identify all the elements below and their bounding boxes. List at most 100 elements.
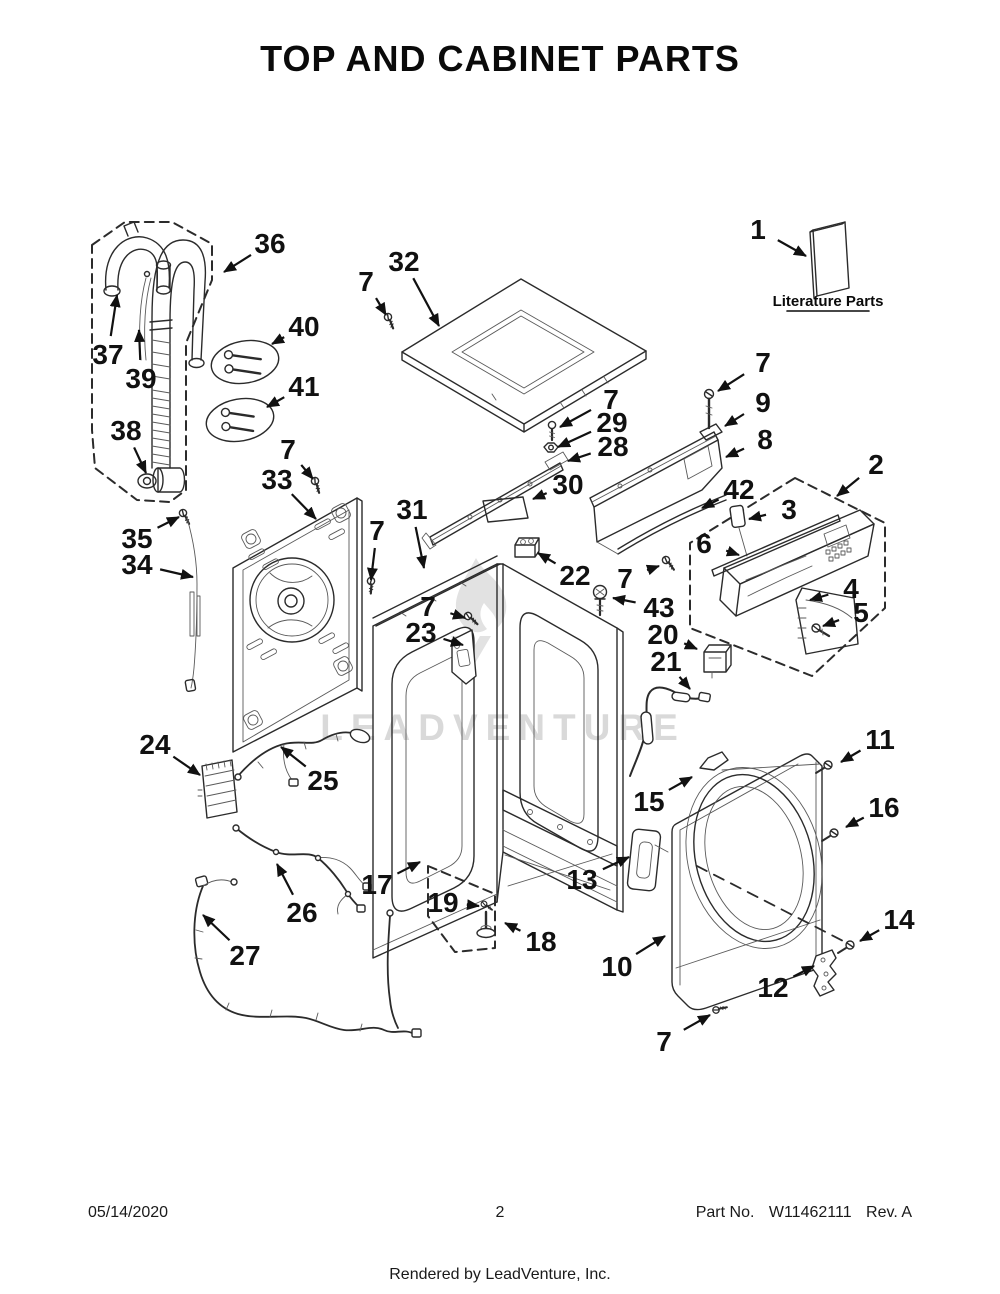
literature-book — [809, 221, 850, 299]
callout-number-6: 6 — [696, 528, 712, 559]
callout-arrow-7 — [717, 373, 745, 392]
callout-arrow-41 — [266, 396, 285, 408]
callout-number-16: 16 — [868, 792, 899, 823]
callout-number-5: 5 — [853, 597, 869, 628]
callout-arrow-15 — [668, 776, 693, 791]
callout-arrow-9 — [724, 413, 745, 427]
console-rail-8 — [589, 388, 727, 555]
screw-7-rail — [547, 420, 557, 442]
callout-arrow-12 — [792, 965, 815, 978]
callout-number-22: 22 — [559, 560, 590, 591]
console-assembly — [689, 477, 886, 677]
harness-27 — [193, 875, 422, 1038]
callout-number-7: 7 — [617, 563, 633, 594]
callout-number-26: 26 — [286, 897, 317, 928]
callout-arrow-19 — [466, 899, 480, 911]
screw-16 — [821, 828, 839, 842]
callout-number-7: 7 — [358, 266, 374, 297]
callout-arrow-2 — [836, 476, 860, 497]
callout-arrow-34 — [159, 568, 194, 580]
callout-number-35: 35 — [121, 523, 152, 554]
callout-number-3: 3 — [781, 494, 797, 525]
callout-number-37: 37 — [92, 339, 123, 370]
top-flange-31 — [372, 555, 501, 627]
callout-number-27: 27 — [229, 940, 260, 971]
callout-arrow-35 — [157, 516, 180, 529]
callout-number-7: 7 — [369, 515, 385, 546]
callout-number-41: 41 — [288, 371, 319, 402]
callout-number-25: 25 — [307, 765, 338, 796]
leveling-foot-kit — [427, 865, 496, 953]
callout-arrow-27 — [202, 914, 231, 942]
harness-21 — [629, 686, 711, 777]
trim-6 — [711, 514, 841, 577]
callout-arrow-13 — [602, 856, 630, 871]
callout-arrow-17 — [396, 861, 421, 875]
callout-arrow-42 — [701, 497, 720, 509]
literature-label: Literature Parts — [773, 293, 884, 310]
callout-number-29: 29 — [596, 407, 627, 438]
callout-number-32: 32 — [388, 246, 419, 277]
callout-number-18: 18 — [525, 926, 556, 957]
callout-arrow-1 — [777, 239, 807, 257]
callout-number-13: 13 — [566, 864, 597, 895]
callout-arrow-24 — [172, 755, 201, 776]
flame-watermark-icon — [455, 558, 507, 633]
part-no-value: W11462111 — [768, 1204, 852, 1221]
leader-line — [696, 865, 850, 945]
callout-arrow-30 — [532, 489, 548, 501]
footer-rendered-by: Rendered by LeadVenture, Inc. — [389, 1266, 611, 1283]
top-panel — [401, 278, 647, 433]
callout-arrow-10 — [635, 935, 666, 956]
screw-7-rear-top — [659, 553, 679, 572]
callout-number-9: 9 — [755, 387, 771, 418]
callout-number-38: 38 — [110, 415, 141, 446]
callout-number-12: 12 — [757, 972, 788, 1003]
drain-hose — [151, 239, 207, 469]
switch-20 — [703, 644, 732, 679]
callout-arrow-29 — [557, 430, 592, 448]
screw-5 — [811, 623, 831, 638]
harness-26 — [232, 824, 372, 915]
drain-tube — [139, 277, 152, 361]
callout-arrow-32 — [412, 277, 440, 327]
callout-arrow-40 — [271, 333, 286, 345]
callout-number-33: 33 — [261, 464, 292, 495]
callout-arrow-8 — [725, 446, 745, 458]
part-no-label: Part No. — [695, 1204, 755, 1221]
cabinet-wrapper — [372, 555, 624, 959]
hose-hook — [104, 236, 171, 291]
callout-arrow-38 — [133, 446, 147, 474]
callout-arrow-7 — [645, 564, 660, 576]
callout-arrow-28 — [567, 451, 592, 463]
callout-arrow-7 — [683, 1014, 711, 1031]
callout-arrow-7 — [559, 408, 592, 428]
clip-3 — [729, 504, 746, 529]
nut-29 — [543, 442, 559, 453]
callout-arrow-6 — [725, 545, 740, 557]
callout-number-24: 24 — [139, 729, 171, 760]
page-title: TOP AND CABINET PARTS — [260, 38, 740, 79]
callout-number-1: 1 — [750, 214, 766, 245]
door-opening — [693, 773, 815, 943]
hinge-strike-15 — [699, 751, 729, 771]
callout-number-7: 7 — [280, 434, 296, 465]
callout-number-42: 42 — [723, 474, 754, 505]
screw-kit-41 — [205, 397, 275, 443]
callout-number-17: 17 — [361, 869, 392, 900]
callout-number-31: 31 — [396, 494, 427, 525]
callout-arrow-4 — [809, 591, 829, 602]
screw-kit-40 — [210, 339, 280, 385]
switch-block-22 — [514, 537, 540, 558]
callout-number-7: 7 — [656, 1026, 672, 1057]
hose-clamp — [137, 467, 186, 493]
front-panel — [626, 751, 855, 1017]
drain-hose-kit — [91, 221, 213, 503]
callout-number-43: 43 — [643, 592, 674, 623]
rear-panel-louvers — [246, 518, 349, 660]
callout-layer: 1363274041373938353433773130729287982423… — [92, 214, 915, 1057]
callout-arrow-20 — [683, 639, 698, 651]
callout-arrow-33 — [290, 493, 317, 520]
callout-number-10: 10 — [601, 951, 632, 982]
